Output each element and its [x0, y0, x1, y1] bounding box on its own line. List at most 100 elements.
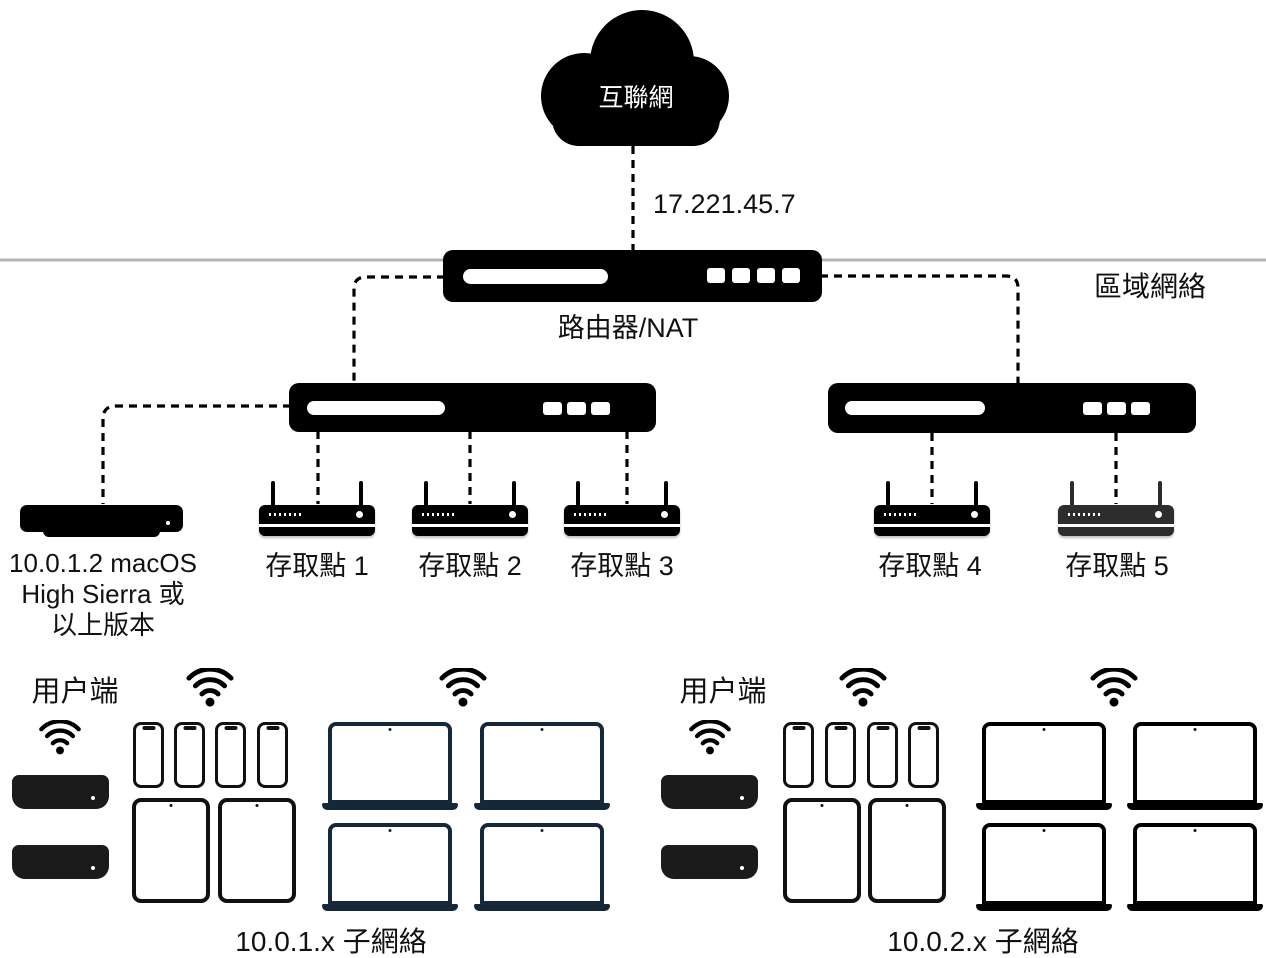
laptop-screen — [982, 722, 1106, 804]
antenna-icon — [974, 481, 978, 507]
laptop-base — [1127, 904, 1263, 911]
subnet-label-1: 10.0.1.x 子網絡 — [235, 926, 427, 957]
ap-led-icon — [971, 511, 978, 518]
router-port-icon — [782, 268, 800, 283]
apple-tv — [661, 775, 758, 809]
notch-icon — [224, 726, 237, 730]
antenna-icon — [271, 481, 275, 507]
router-nat — [443, 250, 822, 302]
camera-icon — [1193, 728, 1197, 731]
camera-icon — [169, 804, 173, 807]
camera-icon — [388, 728, 392, 731]
antenna-icon — [664, 481, 668, 507]
lan-label: 區域網絡 — [1093, 271, 1207, 302]
ap-stripe — [874, 524, 990, 527]
switch-port-icon — [567, 402, 586, 415]
mac-server — [20, 505, 183, 537]
ap-vents-icon — [269, 513, 303, 516]
camera-icon — [1193, 829, 1197, 832]
camera-icon — [540, 728, 544, 731]
access-point-label-3: 存取點 3 — [570, 551, 674, 581]
laptop-base — [322, 803, 458, 810]
apple-tv — [12, 775, 109, 809]
switch-port-icon — [1107, 402, 1126, 415]
notch-icon — [876, 726, 889, 730]
ap-stripe — [564, 524, 680, 527]
laptop-screen — [480, 823, 604, 905]
clients-label-subnet1: 用户端 — [31, 676, 119, 708]
camera-icon — [540, 829, 544, 832]
notch-icon — [917, 726, 930, 730]
laptop-screen — [328, 722, 452, 804]
ap-body — [412, 505, 528, 536]
link-router-switch2 — [820, 274, 1020, 384]
ipad — [132, 798, 210, 903]
laptop-base — [474, 803, 610, 810]
router-slot — [463, 269, 608, 284]
camera-icon — [1042, 728, 1046, 731]
ap-stripe — [1058, 524, 1174, 527]
laptop-base — [976, 803, 1112, 810]
switch-port-icon — [543, 402, 562, 415]
atv-led-icon — [91, 866, 95, 870]
laptop-screen — [328, 823, 452, 905]
iphone — [257, 722, 288, 788]
switch-slot — [845, 401, 985, 415]
ipad — [868, 798, 946, 903]
ipad — [218, 798, 296, 903]
wifi-icon — [186, 668, 234, 707]
camera-icon — [905, 804, 909, 807]
iphone — [215, 722, 246, 788]
wifi-icon — [839, 668, 887, 707]
laptop-screen — [1133, 823, 1257, 905]
iphone — [867, 722, 898, 788]
access-point-label-1: 存取點 1 — [265, 551, 369, 581]
ap-vents-icon — [422, 513, 456, 516]
ap-body — [874, 505, 990, 536]
wifi-icon — [39, 720, 81, 755]
ap-stripe — [412, 524, 528, 527]
ap-vents-icon — [884, 513, 918, 516]
ap-vents-icon — [574, 513, 608, 516]
ap-led-icon — [356, 511, 363, 518]
switch-port-icon — [591, 402, 610, 415]
switch-port-icon — [1083, 402, 1102, 415]
internet-cloud-icon — [541, 10, 729, 146]
laptop-base — [1127, 803, 1263, 810]
notch-icon — [142, 726, 155, 730]
antenna-icon — [359, 481, 363, 507]
wifi-icon — [689, 720, 731, 755]
router-port-icon — [707, 268, 725, 283]
laptop-base — [976, 904, 1112, 911]
antenna-icon — [512, 481, 516, 507]
laptop-screen — [480, 722, 604, 804]
antenna-icon — [1070, 481, 1074, 507]
camera-icon — [388, 829, 392, 832]
laptop-base — [474, 904, 610, 911]
access-point-label-5: 存取點 5 — [1065, 551, 1169, 581]
ap-led-icon — [661, 511, 668, 518]
laptop-screen — [1133, 722, 1257, 804]
ap-body — [259, 505, 375, 536]
camera-icon — [255, 804, 259, 807]
switch-port-icon — [1131, 402, 1150, 415]
camera-icon — [820, 804, 824, 807]
ap-body — [564, 505, 680, 536]
atv-led-icon — [740, 796, 744, 800]
router-port-icon — [732, 268, 750, 283]
switch-1 — [289, 383, 656, 432]
laptop-screen — [982, 823, 1106, 905]
ap-led-icon — [509, 511, 516, 518]
link-switch1-server — [101, 404, 291, 504]
switch-slot — [307, 401, 445, 415]
wifi-icon — [439, 668, 487, 707]
mac-server-foot — [43, 531, 160, 537]
link-router-switch1 — [352, 275, 445, 384]
iphone — [133, 722, 164, 788]
iphone — [783, 722, 814, 788]
subnet-label-2: 10.0.2.x 子網絡 — [887, 926, 1079, 957]
camera-icon — [1042, 829, 1046, 832]
internet-label: 互聯網 — [598, 84, 674, 112]
notch-icon — [266, 726, 279, 730]
